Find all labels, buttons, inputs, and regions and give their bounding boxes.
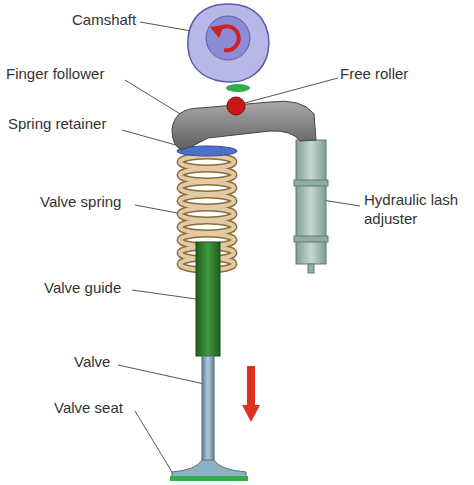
part-label: Valve <box>74 352 134 371</box>
part-label: Valve spring <box>40 192 150 211</box>
motion-arrow <box>242 366 260 422</box>
part-label: Camshaft <box>72 10 162 29</box>
part-label: Spring retainer <box>8 114 138 133</box>
valve-guide <box>196 242 220 356</box>
part-label: Valve seat <box>54 398 154 417</box>
part-label: Free roller <box>340 64 450 83</box>
valve <box>170 356 248 481</box>
leader-lines <box>118 22 360 477</box>
finger-follower <box>172 84 316 150</box>
hydraulic-lash-adjuster <box>294 140 328 273</box>
part-label: Hydraulic lash adjuster <box>364 190 469 228</box>
part-label: Finger follower <box>6 64 136 83</box>
camshaft <box>188 4 269 82</box>
part-label: Valve guide <box>44 278 144 297</box>
